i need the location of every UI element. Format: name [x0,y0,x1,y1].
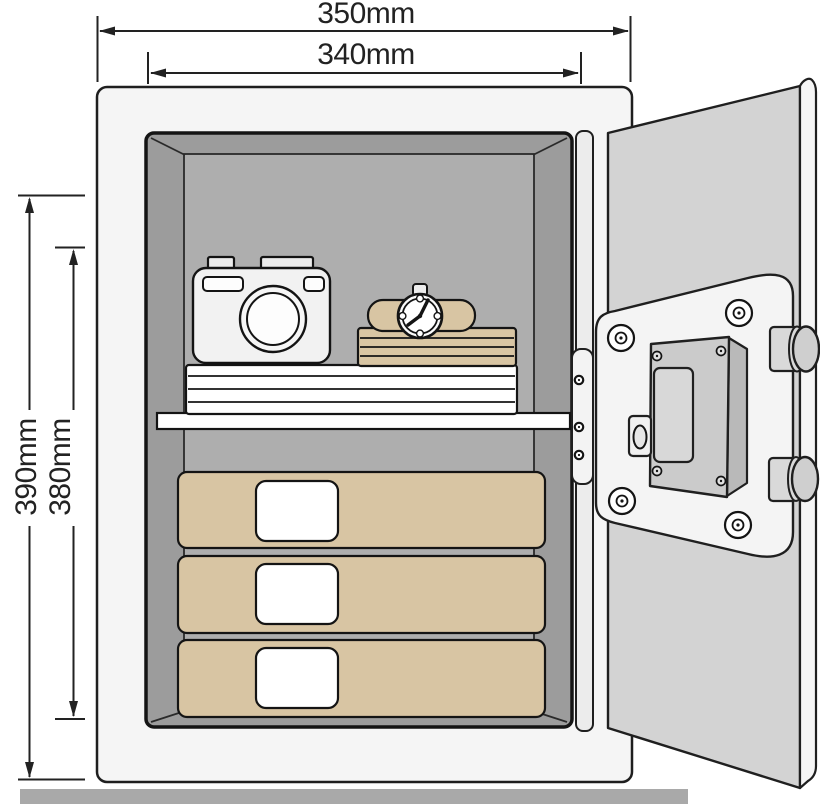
camera-viewfinder [202,276,244,292]
camera [191,255,332,365]
dim-label-width-inner: 340mm [317,38,415,71]
lock-plate-screw [607,486,637,516]
lock-body-screw [651,350,663,362]
hinge-screw [573,421,585,433]
interior-corner-line-tl [150,137,186,156]
binder-3 [176,638,547,719]
binder-label-3 [254,646,340,710]
lock-body [627,335,749,499]
dim-arrow-up [69,249,78,265]
binder-1 [176,470,547,550]
lock-body-screw [715,475,727,487]
paper-stack [184,363,519,416]
lock-plate-screw [723,510,753,540]
dim-arrow-down [25,762,34,778]
hinge-screw [573,374,585,386]
wristwatch [366,283,477,340]
lock-recess [652,366,695,464]
door-outer-edge [798,77,818,790]
floor-bar [20,789,688,804]
dimension-width-outer [96,16,632,82]
dim-arrow-right [613,26,629,36]
dimension-width-inner [147,52,582,84]
watch-minute-hand [418,298,430,318]
camera-flash [303,276,325,292]
book-stack [356,326,518,368]
dimension-height-inner [55,246,85,720]
hinge-screw [573,449,585,461]
dim-arrow-down [69,701,78,717]
binder-label-2 [254,562,340,626]
binder-label-1 [254,479,340,543]
locking-bolt-lower [767,455,820,503]
binders [176,470,547,719]
hinge-plate [571,348,594,485]
lock-body-screw [651,465,663,477]
dim-arrow-up [25,197,34,213]
binder-2 [176,554,547,635]
lock-body-side [725,336,749,498]
lock-plate-screw [724,298,754,328]
lock-plate-screw [606,323,636,353]
watch-hour-hand [406,314,422,327]
dim-arrow-right [563,68,579,78]
dim-arrow-left [99,26,115,36]
dim-label-height-inner: 380mm [44,418,77,516]
interior-corner-line-tr [532,137,568,156]
dim-label-height-outer: 390mm [10,418,43,516]
dim-arrow-left [150,68,166,78]
dimension-height-outer [18,194,85,781]
dim-label-width-outer: 350mm [317,0,415,30]
shelf [155,411,572,431]
lock-body-screw [715,345,727,357]
latch-hole [632,424,648,450]
locking-bolt-upper [768,325,820,373]
